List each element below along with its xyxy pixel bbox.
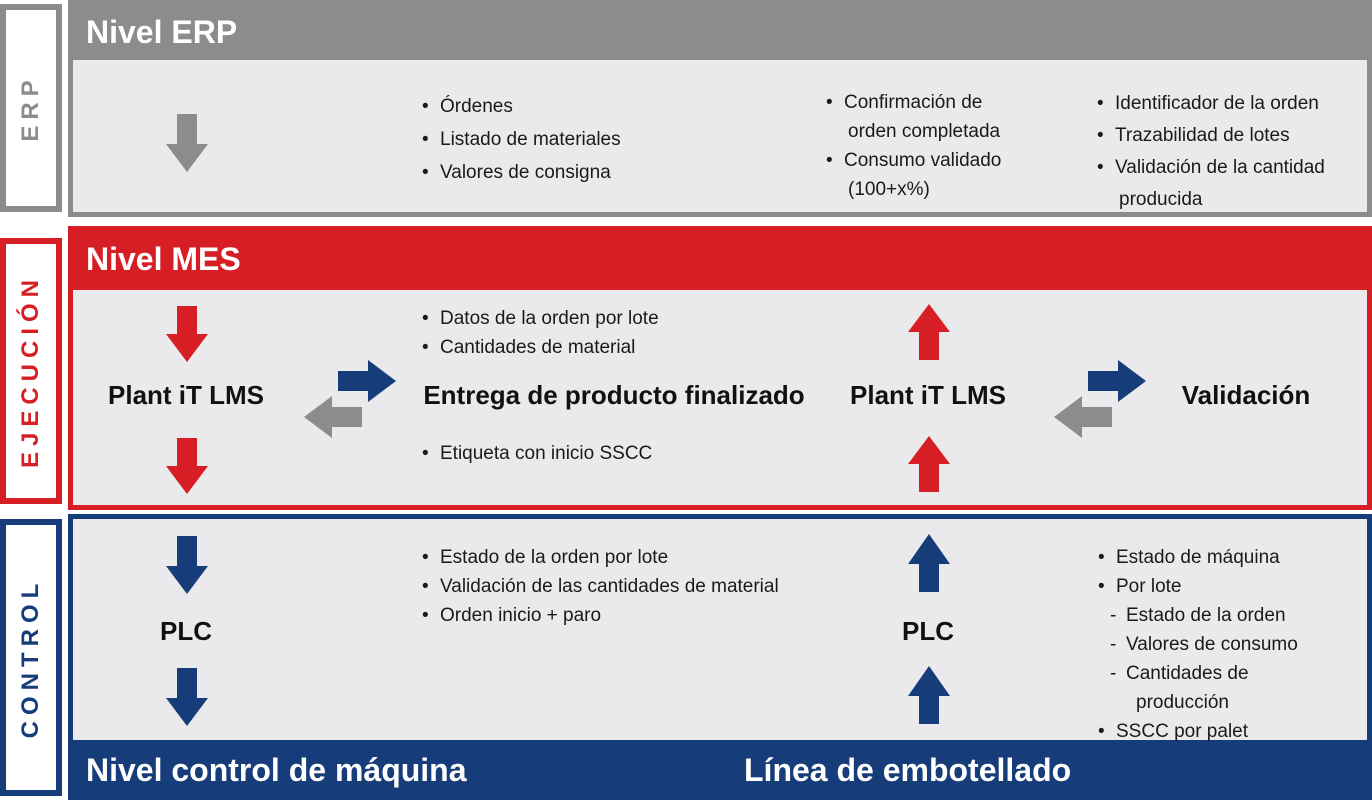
list-item: orden completada	[848, 121, 1001, 142]
list-item: producción	[1136, 692, 1229, 713]
list-item: Trazabilidad de lotes	[1097, 120, 1325, 152]
side-label-erp-box: ERP	[0, 4, 62, 212]
list-item: Validación de la cantidad	[1097, 152, 1325, 184]
arrow-down-icon-control-bottom	[166, 668, 208, 726]
list-item: Etiqueta con inicio SSCC	[422, 439, 652, 468]
list-item: SSCC por palet	[1098, 717, 1298, 746]
header-machine-control: Nivel control de máquina Línea de embote…	[68, 740, 1372, 800]
list-item: Cantidades de material	[422, 333, 659, 362]
list-item: Estado de la orden por lote	[422, 543, 779, 572]
header-mes: Nivel MES	[68, 226, 1372, 290]
side-label-control: CONTROL	[17, 577, 44, 738]
header-bottling-label: Línea de embotellado	[744, 752, 1072, 788]
list-item: Órdenes	[422, 90, 621, 123]
mes-list-bottom: Etiqueta con inicio SSCC	[422, 439, 652, 468]
list-item: Cantidades de	[1098, 659, 1298, 688]
arrow-left-icon-right-pair	[1054, 396, 1112, 438]
side-label-ejecucion-box: EJECUCIÓN	[0, 238, 62, 504]
list-item: Valores de consigna	[422, 156, 621, 189]
arrow-down-icon-mes-top	[166, 306, 208, 362]
arrow-right-icon-left-pair	[338, 360, 396, 402]
arrow-up-icon-mes-top	[908, 304, 950, 360]
node-plc-right: PLC	[902, 616, 954, 646]
list-item: Estado de la orden	[1098, 601, 1298, 630]
list-item: (100+x%)	[848, 179, 930, 200]
header-machine-label: Nivel control de máquina	[86, 752, 467, 788]
side-label-erp: ERP	[17, 74, 44, 142]
arrow-down-icon-erp	[166, 114, 208, 172]
list-item: Listado de materiales	[422, 123, 621, 156]
list-item: Datos de la orden por lote	[422, 304, 659, 333]
arrow-up-icon-control-top	[908, 534, 950, 592]
arrow-down-icon-mes-bottom	[166, 438, 208, 494]
list-item: Confirmación de	[826, 88, 1001, 117]
list-item: Por lote	[1098, 572, 1298, 601]
control-list-right: Estado de máquinaPor loteEstado de la or…	[1098, 543, 1298, 746]
arrow-up-icon-control-bottom	[908, 666, 950, 724]
erp-list-middle: Confirmación de orden completadaConsumo v…	[826, 88, 1001, 204]
list-item: Identificador de la orden	[1097, 88, 1325, 120]
side-label-ejecucion: EJECUCIÓN	[17, 273, 44, 469]
mes-panel	[68, 290, 1372, 510]
mes-list-top: Datos de la orden por lote Cantidades de…	[422, 304, 659, 362]
arrow-up-icon-mes-bottom	[908, 436, 950, 492]
arrow-right-icon-right-pair	[1088, 360, 1146, 402]
header-erp: Nivel ERP	[68, 0, 1372, 60]
node-plc-left: PLC	[160, 616, 212, 646]
side-label-control-box: CONTROL	[0, 519, 62, 796]
arrow-down-icon-control-top	[166, 536, 208, 594]
arrow-left-icon-left-pair	[304, 396, 362, 438]
list-item: Consumo validado	[826, 146, 1001, 175]
node-validacion: Validación	[1181, 380, 1311, 410]
node-plant-it-lms-left: Plant iT LMS	[108, 380, 264, 410]
node-entrega-producto: Entrega de producto finalizado	[423, 380, 805, 410]
erp-list-left: Órdenes Listado de materiales Valores de…	[422, 90, 621, 189]
list-item: Validación de las cantidades de material	[422, 572, 779, 601]
list-item: producida	[1119, 189, 1203, 210]
list-item: Estado de máquina	[1098, 543, 1298, 572]
erp-list-right: Identificador de la ordenTrazabilidad de…	[1097, 88, 1325, 216]
node-plant-it-lms-right: Plant iT LMS	[850, 380, 1006, 410]
list-item: Orden inicio + paro	[422, 601, 779, 630]
control-list-middle: Estado de la orden por lote Validación d…	[422, 543, 779, 630]
list-item: Valores de consumo	[1098, 630, 1298, 659]
